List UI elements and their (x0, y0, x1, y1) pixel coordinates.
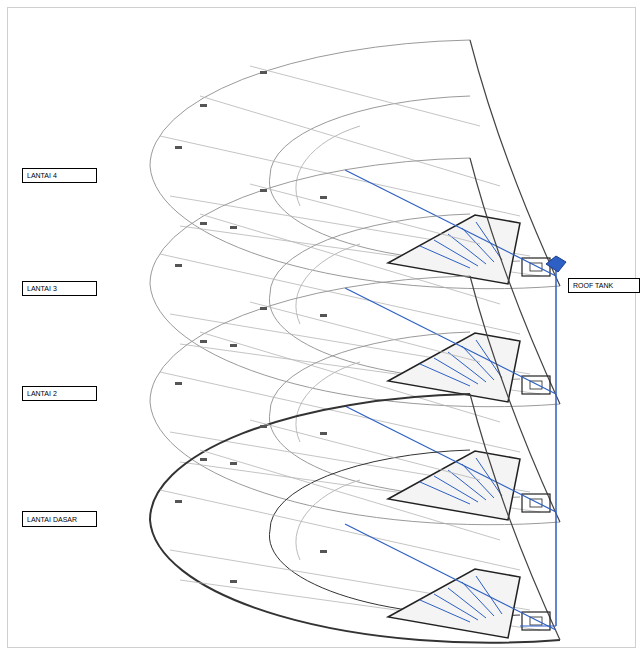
floor-label: LANTAI DASAR (22, 511, 97, 527)
water-riser (520, 625, 556, 626)
label-text: LANTAI DASAR (27, 516, 77, 523)
column-mark (320, 196, 327, 199)
inner-arc (296, 126, 360, 206)
column-mark (320, 314, 327, 317)
column-mark (260, 307, 267, 310)
water-pipe (476, 458, 502, 496)
column-mark (200, 222, 207, 225)
column-mark (175, 146, 182, 149)
water-pipe (462, 582, 494, 616)
water-pipe (462, 464, 494, 498)
column-mark (200, 458, 207, 461)
floor-label: LANTAI 2 (22, 386, 97, 401)
column-mark (175, 264, 182, 267)
grid-line (250, 66, 480, 126)
column-mark (200, 104, 207, 107)
water-pipe (345, 524, 556, 630)
label-text: ROOF TANK (573, 282, 613, 289)
inner-arc (296, 244, 360, 324)
column-mark (175, 500, 182, 503)
label-text: LANTAI 4 (27, 172, 57, 179)
inner-arc (296, 362, 360, 442)
floor-outline (150, 394, 560, 643)
column-mark (200, 340, 207, 343)
column-mark (230, 462, 237, 465)
label-text: LANTAI 3 (27, 285, 57, 292)
roof-tank-symbol (546, 256, 566, 272)
water-pipe (476, 576, 502, 614)
grid-line (250, 302, 480, 362)
column-mark (230, 580, 237, 583)
floor-label: LANTAI 4 (22, 168, 97, 183)
column-mark (260, 189, 267, 192)
water-pipe (462, 346, 494, 380)
column-mark (320, 550, 327, 553)
floor-label: ROOF TANK (568, 278, 640, 293)
water-pipe (345, 288, 556, 394)
column-mark (230, 226, 237, 229)
water-pipe (462, 228, 494, 262)
column-mark (320, 432, 327, 435)
grid-line (250, 184, 480, 244)
water-pipe (476, 222, 502, 260)
water-pipe (476, 340, 502, 378)
water-riser (555, 262, 557, 626)
floor-plan (150, 394, 560, 643)
column-mark (260, 71, 267, 74)
label-text: LANTAI 2 (27, 390, 57, 397)
floor-label: LANTAI 3 (22, 281, 97, 296)
water-pipe (345, 406, 556, 512)
column-mark (230, 344, 237, 347)
column-mark (175, 382, 182, 385)
water-pipe (345, 170, 556, 276)
column-mark (260, 425, 267, 428)
inner-arc (296, 480, 360, 560)
grid-line (250, 420, 480, 480)
